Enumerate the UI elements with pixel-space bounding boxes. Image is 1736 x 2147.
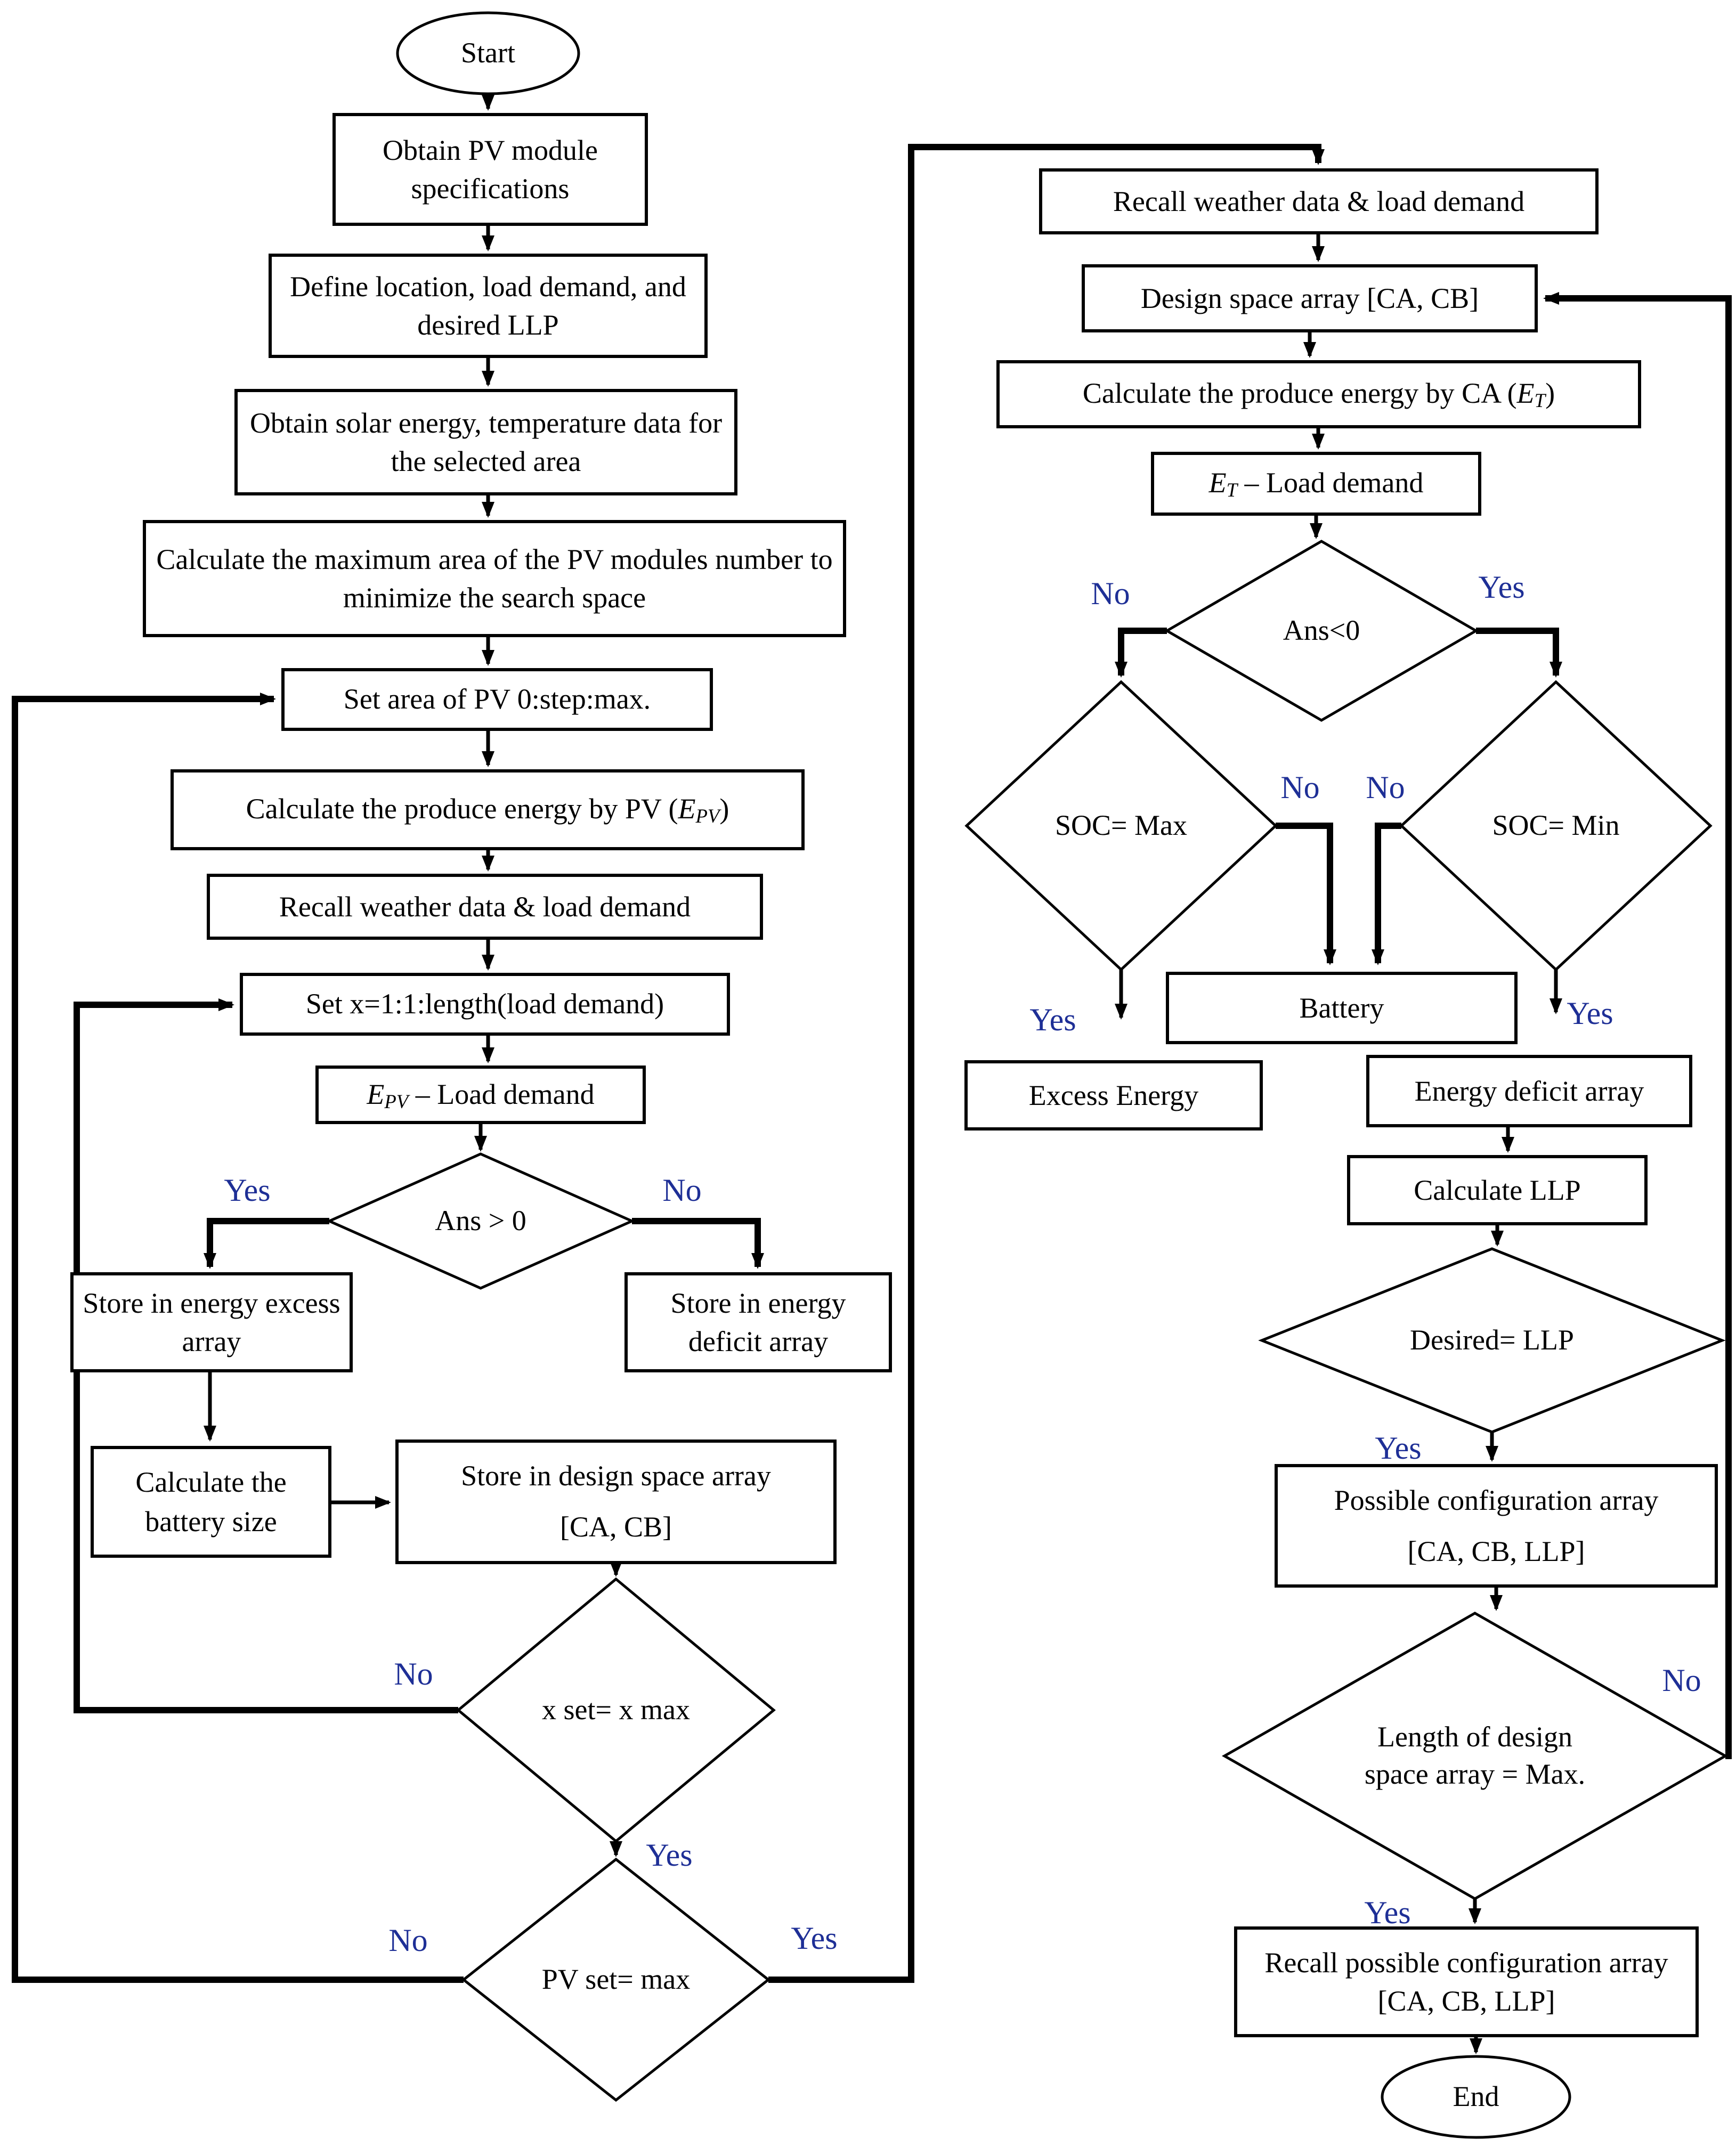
node-possible-configuration-line1: Possible configuration array: [1334, 1484, 1659, 1517]
node-store-excess-array: Store in energy excess array: [70, 1272, 353, 1372]
node-store-deficit-array: Store in energy deficit array: [624, 1272, 892, 1372]
node-calc-battery-size-label: Calculate the battery size: [135, 1466, 287, 1537]
node-design-space-array: Design space array [CA, CB]: [1082, 264, 1538, 332]
node-epv-minus-load-label: EPV – Load demand: [367, 1078, 595, 1112]
node-obtain-solar-data: Obtain solar energy, temperature data fo…: [234, 389, 737, 495]
branch-label-no-length: No: [1662, 1663, 1701, 1698]
decision-ans-gt0: Ans > 0: [435, 1204, 526, 1237]
branch-label-yes-desired: Yes: [1375, 1431, 1422, 1466]
branch-label-no-ans-gt0: No: [662, 1173, 702, 1208]
node-calc-max-area: Calculate the maximum area of the PV mod…: [143, 520, 846, 637]
branch-label-yes-length: Yes: [1364, 1896, 1411, 1931]
node-define-location: Define location, load demand, and desire…: [269, 254, 708, 358]
start-terminator-shape: [396, 11, 580, 95]
node-energy-deficit-array: Energy deficit array: [1366, 1055, 1692, 1127]
decision-soc-max-shape: [964, 680, 1278, 972]
decision-ans-lt0: Ans<0: [1283, 614, 1360, 646]
node-obtain-pv-specs: Obtain PV module specifications: [332, 113, 648, 226]
branch-label-no-ans-lt0: No: [1091, 576, 1130, 612]
decision-x-set-max: x set= x max: [542, 1693, 690, 1726]
node-battery-label: Battery: [1299, 991, 1384, 1024]
node-calc-energy-pv-label: Calculate the produce energy by PV (EPV): [246, 793, 729, 827]
decision-soc-min: SOC= Min: [1492, 809, 1620, 841]
node-recall-weather-right-label: Recall weather data & load demand: [1113, 185, 1525, 217]
branch-label-yes-soc-max: Yes: [1029, 1003, 1076, 1038]
decision-soc-min-shape: [1399, 680, 1713, 972]
node-set-x: Set x=1:1:length(load demand): [240, 973, 730, 1036]
node-recall-possible-configuration-label: Recall possible configuration array [CA,…: [1264, 1946, 1668, 2017]
node-possible-configuration: Possible configuration array [CA, CB, LL…: [1275, 1464, 1718, 1588]
branch-label-yes-ans-lt0: Yes: [1478, 570, 1525, 605]
node-recall-weather-left: Recall weather data & load demand: [207, 874, 763, 940]
node-epv-minus-load: EPV – Load demand: [315, 1066, 646, 1124]
node-calc-energy-ca-label: Calculate the produce energy by CA (ET): [1082, 377, 1555, 412]
node-set-area-pv: Set area of PV 0:step:max.: [281, 668, 713, 731]
node-calc-battery-size: Calculate the battery size: [91, 1446, 331, 1558]
node-design-space-array-label: Design space array [CA, CB]: [1140, 282, 1479, 314]
node-store-deficit-array-label: Store in energy deficit array: [670, 1287, 846, 1357]
branch-label-no-soc-min: No: [1366, 770, 1405, 806]
branch-label-no-soc-max: No: [1280, 770, 1320, 806]
node-calculate-llp: Calculate LLP: [1347, 1155, 1648, 1225]
branch-label-no-pvset: No: [388, 1923, 428, 1958]
decision-pv-set-max: PV set= max: [541, 1963, 691, 1995]
node-define-location-label: Define location, load demand, and desire…: [290, 270, 686, 341]
node-et-minus-load-label: ET – Load demand: [1208, 467, 1424, 501]
decision-desired-llp-shape: [1258, 1247, 1726, 1434]
branch-label-yes-ans-gt0: Yes: [224, 1173, 271, 1208]
end-terminator-shape: [1381, 2055, 1571, 2139]
node-set-area-pv-label: Set area of PV 0:step:max.: [343, 683, 651, 715]
branch-label-no-xset: No: [394, 1657, 433, 1692]
decision-pvset-shape: [461, 1857, 771, 2102]
decision-xset-shape: [456, 1577, 776, 1843]
node-recall-weather-left-label: Recall weather data & load demand: [279, 890, 691, 923]
branch-label-yes-xset: Yes: [646, 1838, 693, 1873]
decision-ans-gt0-shape: [326, 1152, 636, 1290]
node-calc-max-area-label: Calculate the maximum area of the PV mod…: [156, 543, 833, 614]
branch-label-yes-soc-min: Yes: [1567, 996, 1613, 1031]
node-obtain-solar-data-label: Obtain solar energy, temperature data fo…: [249, 406, 723, 477]
branch-label-yes-pvset: Yes: [791, 1921, 838, 1956]
node-et-minus-load: ET – Load demand: [1151, 452, 1481, 516]
decision-length-design-space: Length of design space array = Max.: [1364, 1720, 1586, 1790]
node-recall-possible-configuration: Recall possible configuration array [CA,…: [1234, 1926, 1699, 2037]
node-calculate-llp-label: Calculate LLP: [1414, 1174, 1581, 1206]
start-terminator: Start: [461, 36, 515, 69]
node-store-excess-array-label: Store in energy excess array: [83, 1287, 340, 1357]
node-calc-energy-pv: Calculate the produce energy by PV (EPV): [171, 769, 805, 850]
decision-length-shape: [1221, 1612, 1729, 1900]
node-store-design-space-line1: Store in design space array: [461, 1460, 771, 1492]
decision-shapes: [326, 11, 1729, 2139]
node-excess-energy-label: Excess Energy: [1028, 1079, 1199, 1111]
decision-ans-lt0-shape: [1164, 540, 1479, 722]
node-set-x-label: Set x=1:1:length(load demand): [305, 988, 664, 1020]
decision-desired-llp: Desired= LLP: [1410, 1323, 1574, 1356]
node-excess-energy: Excess Energy: [964, 1060, 1263, 1131]
node-obtain-pv-specs-label: Obtain PV module specifications: [383, 134, 598, 205]
node-recall-weather-right: Recall weather data & load demand: [1039, 168, 1599, 234]
node-calc-energy-ca: Calculate the produce energy by CA (ET): [996, 360, 1641, 428]
node-store-design-space: Store in design space array [CA, CB]: [395, 1440, 837, 1564]
end-terminator: End: [1453, 2080, 1499, 2112]
node-store-design-space-line2: [CA, CB]: [559, 1511, 672, 1543]
node-energy-deficit-array-label: Energy deficit array: [1414, 1075, 1644, 1107]
node-possible-configuration-line2: [CA, CB, LLP]: [1407, 1535, 1585, 1567]
node-battery: Battery: [1166, 972, 1518, 1044]
decision-soc-max: SOC= Max: [1055, 809, 1187, 841]
